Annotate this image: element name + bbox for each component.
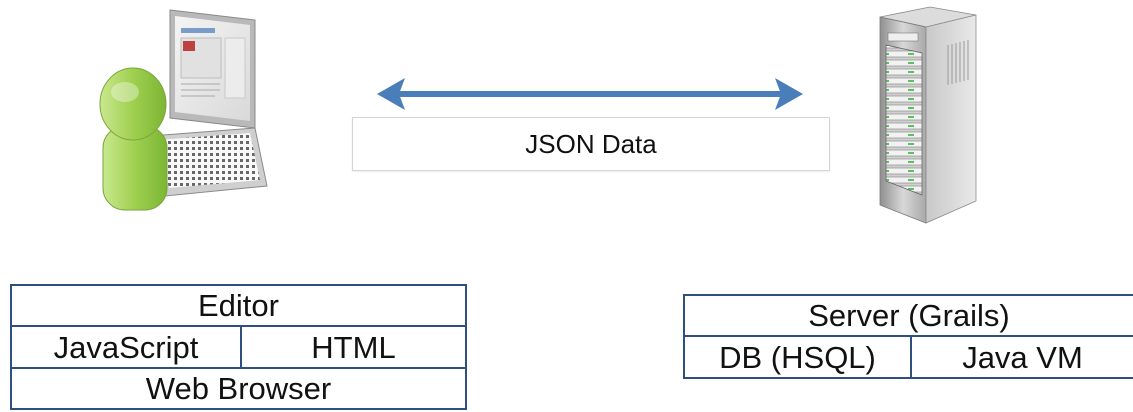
db-hsql-layer: DB (HSQL) (683, 335, 912, 379)
bidirectional-arrow-icon (377, 78, 803, 110)
web-browser-layer: Web Browser (10, 367, 467, 410)
java-vm-layer: Java VM (910, 335, 1133, 379)
html-layer: HTML (240, 325, 467, 369)
user-laptop-icon (99, 9, 268, 211)
server-tower-icon (879, 6, 977, 224)
javascript-layer: JavaScript (10, 325, 242, 369)
server-grails-layer: Server (Grails) (683, 294, 1133, 337)
json-data-label: JSON Data (352, 117, 830, 171)
editor-layer: Editor (10, 284, 467, 327)
